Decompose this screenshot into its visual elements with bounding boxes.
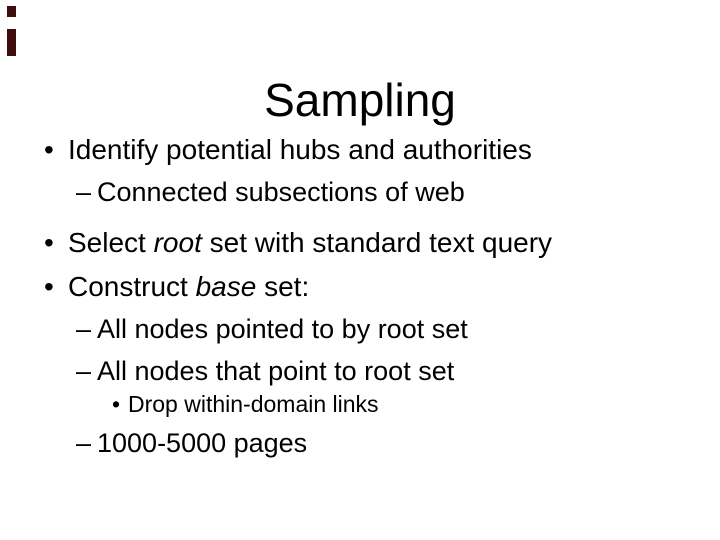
- line-text: All nodes pointed to by root set: [97, 314, 468, 344]
- line-text: 1000-5000 pages: [97, 428, 308, 458]
- dash-line-connected: – Connected subsections of web: [76, 177, 465, 208]
- dash-icon: –: [76, 428, 92, 458]
- line-text: Drop within-domain links: [128, 391, 379, 417]
- capture-artifact-top: [7, 6, 16, 17]
- bullet-icon: •: [44, 271, 54, 302]
- dash-icon: –: [76, 314, 92, 344]
- bullet-line-identify: • Identify potential hubs and authoritie…: [44, 134, 532, 166]
- line-text-post: set:: [256, 271, 310, 302]
- dash-icon: –: [76, 177, 92, 207]
- line-text-pre: Select: [68, 227, 154, 258]
- slide-title: Sampling: [264, 73, 456, 126]
- line-text: All nodes that point to root set: [97, 356, 455, 386]
- sub-bullet-line-drop: • Drop within-domain links: [112, 391, 379, 417]
- dash-line-all-point: – All nodes that point to root set: [76, 356, 454, 387]
- line-text: Connected subsections of web: [97, 177, 465, 207]
- bullet-line-select: • Select root set with standard text que…: [44, 227, 552, 259]
- dash-icon: –: [76, 356, 92, 386]
- line-text-post: set with standard text query: [201, 227, 553, 258]
- line-text: Select root set with standard text query: [68, 227, 552, 259]
- bullet-icon: •: [44, 134, 54, 165]
- bullet-icon: •: [44, 227, 54, 258]
- line-text: Construct base set:: [68, 271, 309, 303]
- capture-artifact-bar: [7, 29, 16, 56]
- dash-line-pages: – 1000-5000 pages: [76, 428, 307, 459]
- emphasized-word: base: [195, 271, 257, 302]
- dash-line-all-pointed: – All nodes pointed to by root set: [76, 314, 468, 345]
- bullet-line-construct: • Construct base set:: [44, 271, 309, 303]
- line-text-pre: Construct: [68, 271, 196, 302]
- emphasized-word: root: [153, 227, 202, 258]
- sub-bullet-icon: •: [112, 391, 121, 417]
- line-text: Identify potential hubs and authorities: [68, 134, 532, 165]
